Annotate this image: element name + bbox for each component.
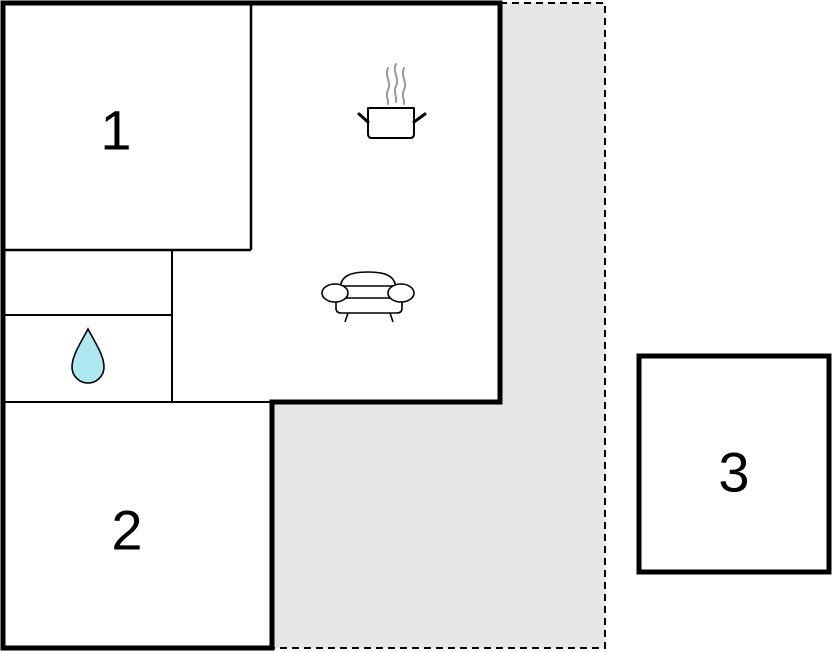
terrace-area xyxy=(272,3,605,648)
room-3-outline xyxy=(636,353,832,575)
terrace-dashed-edge xyxy=(272,2,606,649)
sofa-icon xyxy=(321,271,415,323)
room-3-label: 3 xyxy=(718,441,749,504)
water-drop-icon xyxy=(71,327,105,384)
room-2-label: 2 xyxy=(111,499,142,562)
kitchen-pot-icon xyxy=(357,63,427,139)
room-1-label: 1 xyxy=(100,99,131,162)
